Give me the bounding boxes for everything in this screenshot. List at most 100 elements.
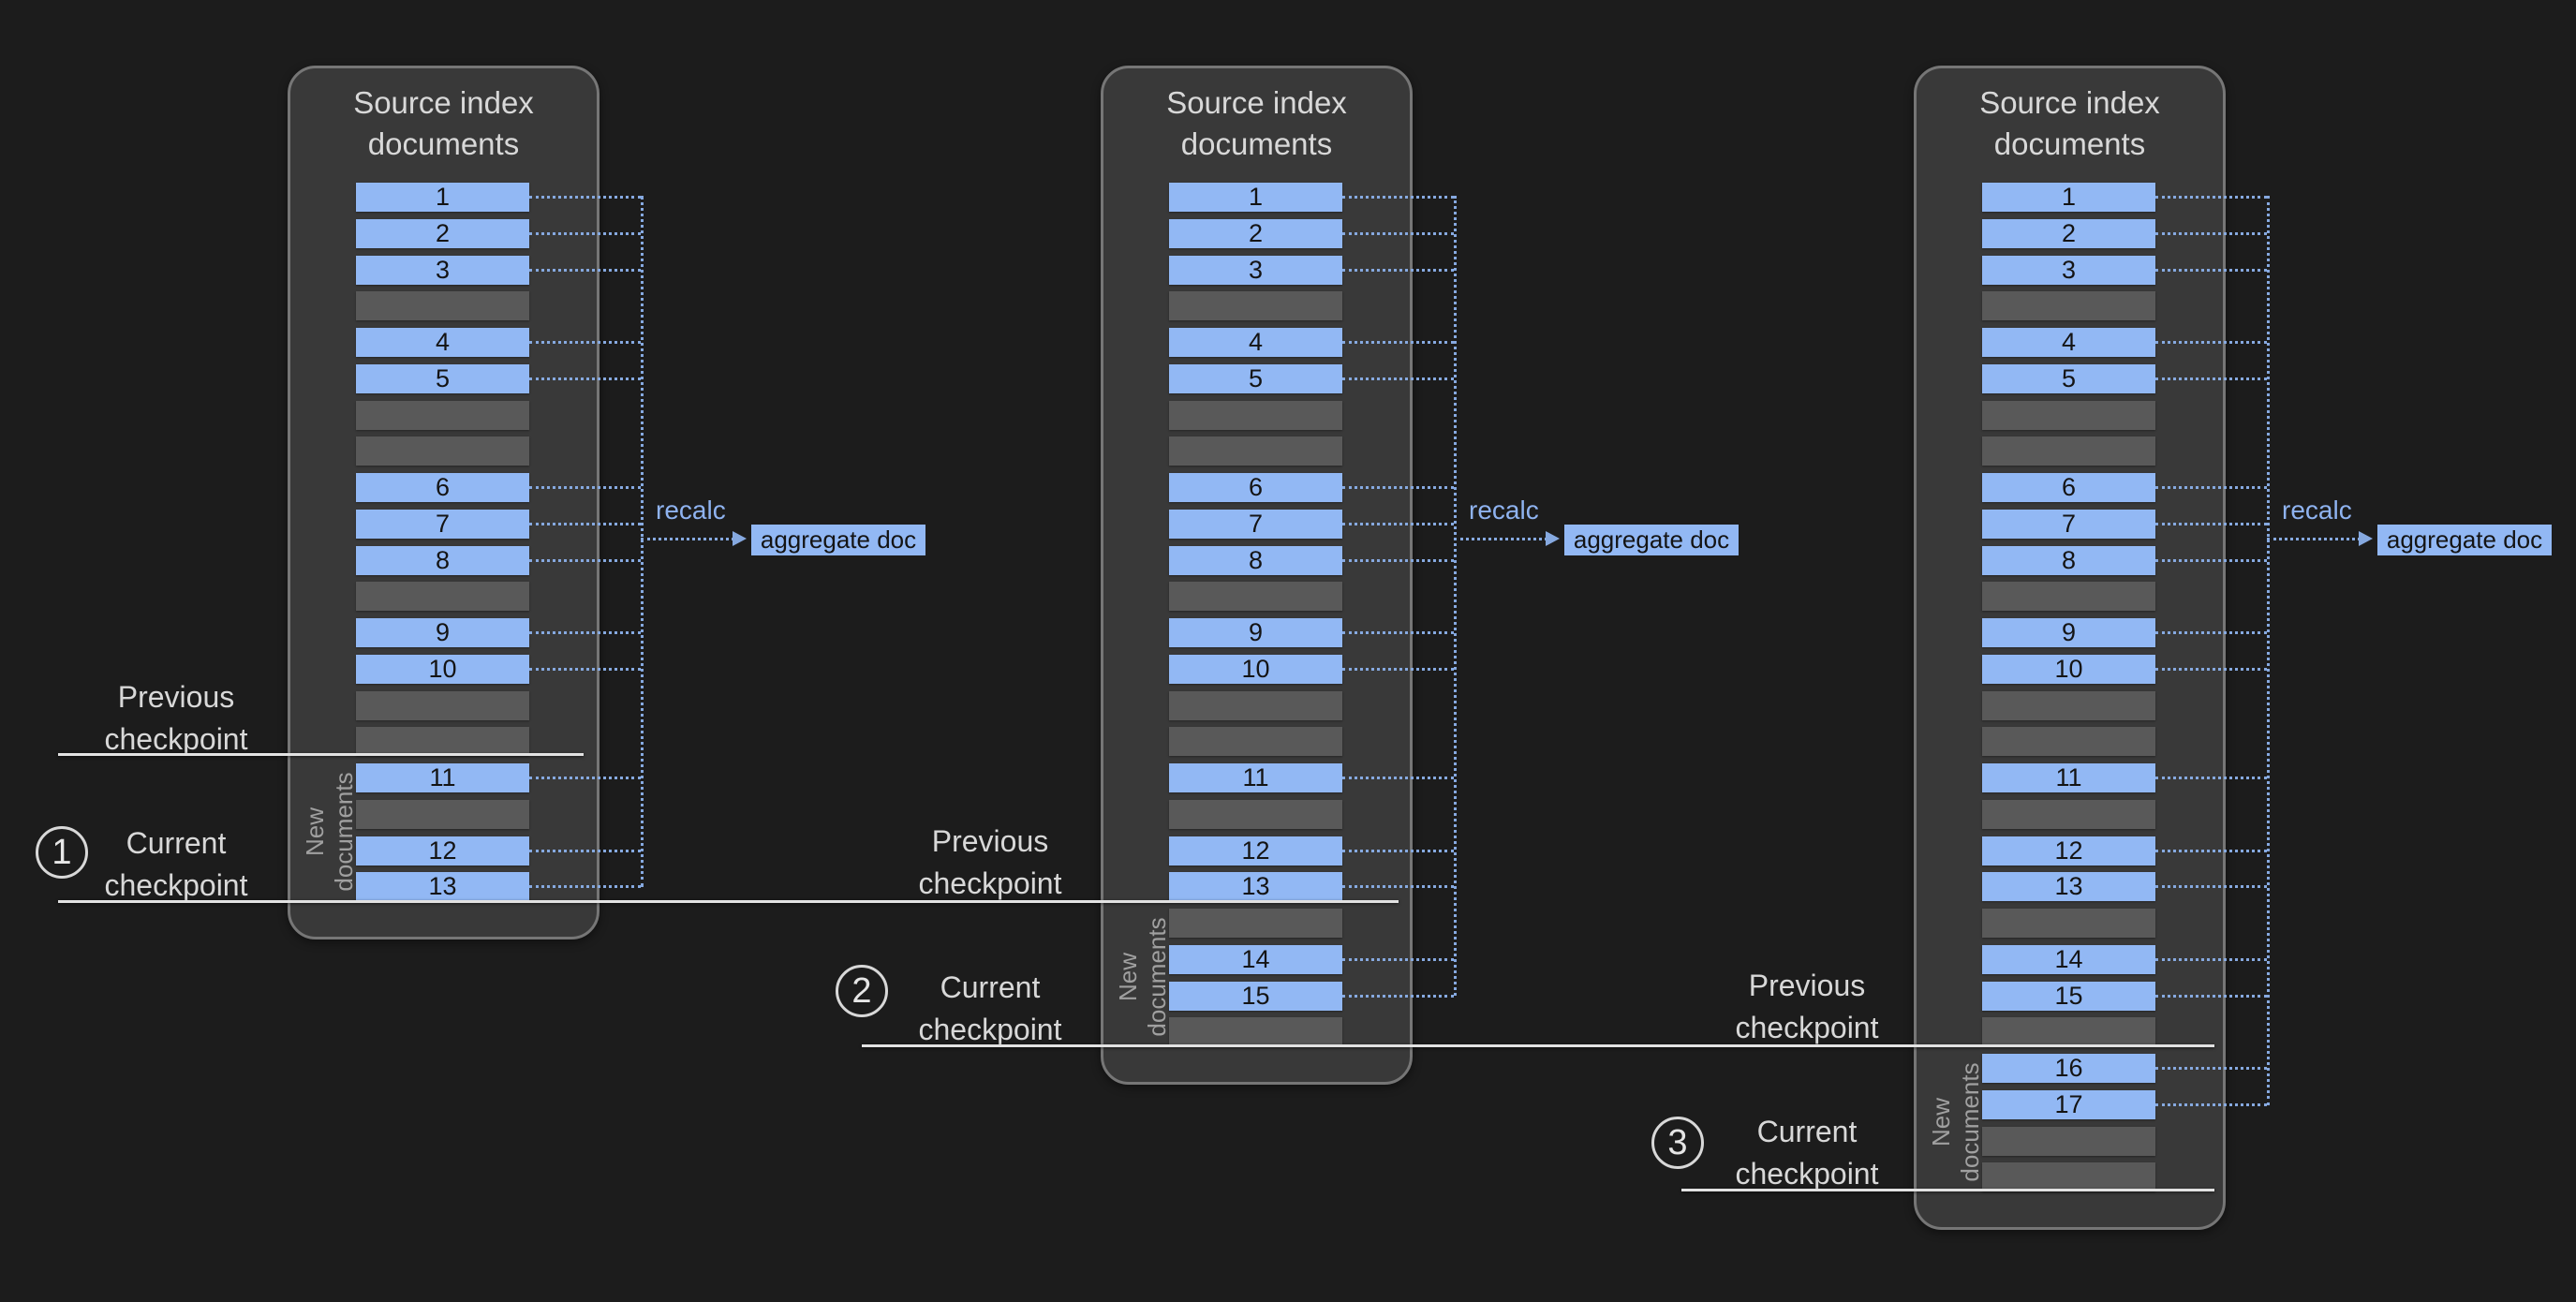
current-checkpoint-label: Current checkpoint [104,826,248,902]
placeholder-row [1169,909,1342,938]
document-row: 4 [1982,328,2155,357]
connector-line [2155,196,2267,199]
connector-line [529,341,641,344]
placeholder-row [1982,727,2155,757]
document-row: 2 [1169,218,1342,248]
connector-line [2155,522,2267,525]
connector-line [1342,667,1454,671]
placeholder-row [356,400,529,430]
connector-line [1342,849,1454,852]
document-row: 3 [356,255,529,285]
document-row: 15 [1169,981,1342,1011]
connector-line [1342,631,1454,634]
document-row: 13 [356,872,529,902]
document-row: 6 [1982,473,2155,502]
document-row: 11 [1982,763,2155,792]
connector-line [1342,558,1454,562]
connector-line [2155,957,2267,961]
document-row: 9 [1982,618,2155,647]
document-row: 13 [1982,872,2155,902]
connector-line [2155,268,2267,272]
connector-line [529,522,641,525]
placeholder-row [1982,690,2155,720]
connector-line [1342,486,1454,489]
recalc-label: recalc [2282,496,2352,525]
document-row: 5 [1169,363,1342,393]
recalc-arrow [641,538,734,540]
connector-line [529,885,641,889]
placeholder-row [1169,436,1342,466]
document-row: 15 [1982,981,2155,1011]
connector-line [1342,994,1454,998]
panel-title: Source index documents [1166,85,1347,161]
aggregate-doc-box: aggregate doc [1564,525,1739,555]
connector-line [1342,268,1454,272]
connector-line [529,268,641,272]
connector-line [529,231,641,235]
placeholder-row [1982,1162,2155,1192]
connector-line [2155,377,2267,380]
placeholder-row [1169,400,1342,430]
document-row: 5 [1982,363,2155,393]
document-row: 13 [1169,872,1342,902]
recalc-label: recalc [1469,496,1539,525]
placeholder-row [356,727,529,757]
connector-line [2155,1102,2267,1106]
document-row: 2 [356,218,529,248]
connector-line [529,777,641,779]
placeholder-row [1982,291,2155,321]
connector-line [2155,667,2267,671]
document-row: 8 [1169,545,1342,575]
recalc-arrowhead [733,531,747,546]
document-row: 8 [1982,545,2155,575]
document-row: 12 [1169,836,1342,866]
document-row: 7 [356,509,529,539]
connector-line [1342,777,1454,779]
placeholder-row [1169,799,1342,829]
document-row: 17 [1982,1089,2155,1119]
placeholder-row [356,436,529,466]
document-row: 11 [1169,763,1342,792]
placeholder-row [1169,727,1342,757]
recalc-arrow [1454,538,1547,540]
connector-line [2155,777,2267,779]
placeholder-row [1982,400,2155,430]
document-row: 14 [1169,944,1342,974]
connector-line [2155,849,2267,852]
document-row: 9 [1169,618,1342,647]
aggregate-doc-box: aggregate doc [2377,525,2552,555]
recalc-arrow [2267,538,2361,540]
recalc-arrowhead [2359,531,2373,546]
connector-line [2155,231,2267,235]
recalc-label: recalc [656,496,726,525]
connector-line [2155,1067,2267,1070]
document-row: 10 [356,654,529,684]
connector-line [529,196,641,199]
document-row: 4 [1169,328,1342,357]
placeholder-row [356,690,529,720]
previous-checkpoint-label: Previous checkpoint [1735,969,1879,1044]
step-number-badge: 1 [36,826,88,879]
placeholder-row [1169,582,1342,612]
document-row: 8 [356,545,529,575]
document-row: 4 [356,328,529,357]
placeholder-row [356,582,529,612]
connector-line [2155,558,2267,562]
checkpoint-line [58,900,1399,903]
panel-title: Source index documents [353,85,534,161]
connector-line [2155,341,2267,344]
checkpoint-line [1681,1189,2214,1191]
connector-line [1342,231,1454,235]
bracket-line [2267,196,2270,1105]
connector-line [529,486,641,489]
document-row: 6 [1169,473,1342,502]
document-row: 16 [1982,1054,2155,1083]
connector-line [2155,486,2267,489]
bracket-line [641,196,644,887]
document-row: 11 [356,763,529,792]
panel-title: Source index documents [1979,85,2160,161]
step-number-badge: 3 [1651,1117,1704,1169]
document-row: 10 [1982,654,2155,684]
placeholder-row [1169,1017,1342,1047]
